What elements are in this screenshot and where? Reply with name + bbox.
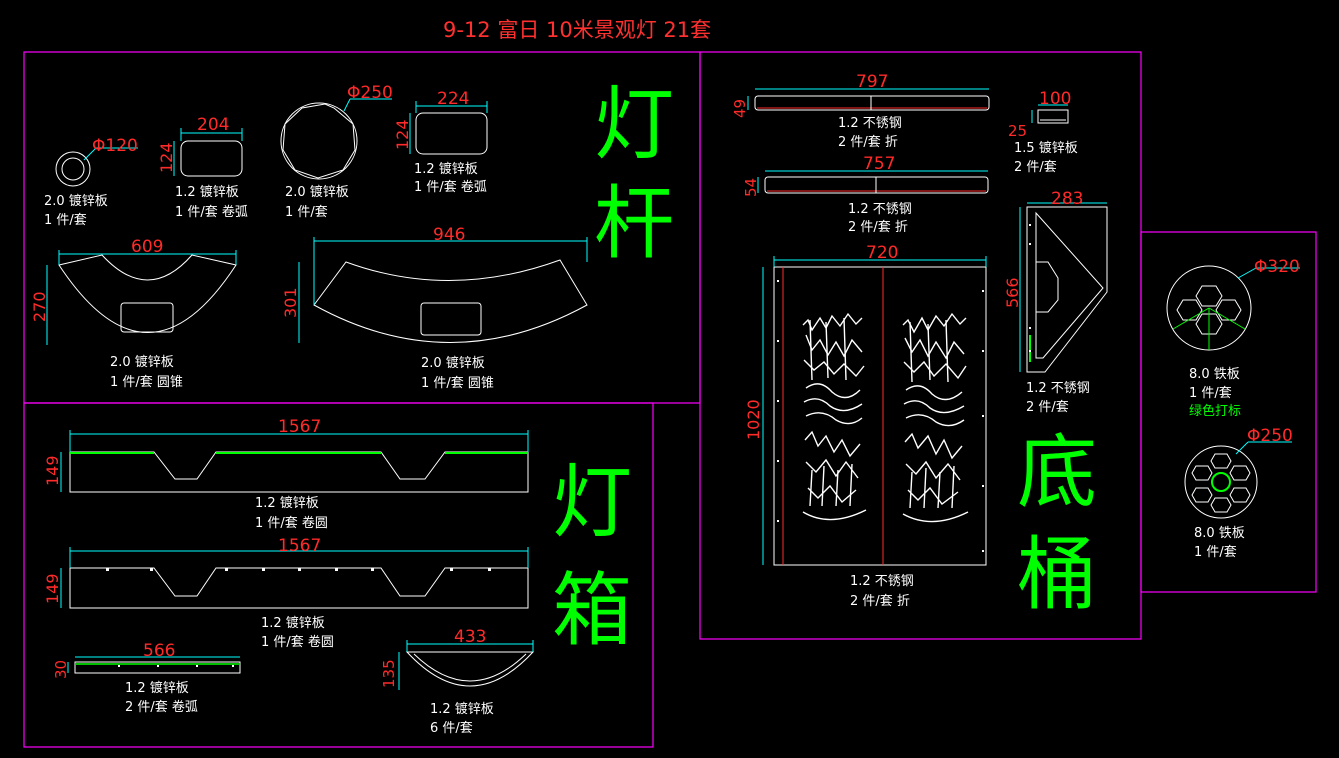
dim-720-w: 720 [866,243,898,263]
dim-100-h: 25 [1008,122,1027,140]
label-plate-320-material: 8.0 铁板 [1189,367,1240,382]
part-plate-250: Φ250 8.0 铁板 1 件/套 [1184,426,1293,560]
label-ring-small-material: 2.0 镀锌板 [44,193,108,209]
part-arc-946: 946 301 2.0 镀锌板 1 件/套 圆锥 [281,225,588,391]
dim-strip-2-w: 1567 [278,536,321,556]
label-946-material: 2.0 镀锌板 [421,355,485,371]
section-labels: 灯 杆 灯 箱 底 桶 [552,78,1097,657]
section-label-lightbox-1: 灯 [552,456,632,549]
dim-946-h: 301 [281,287,300,318]
label-100-material: 1.5 镀锌板 [1014,140,1078,156]
part-arc-433: 433 135 1.2 镀锌板 6 件/套 [380,627,535,736]
part-strip-2: 1567 149 1.2 镀锌板 1 件/套 卷圆 [43,536,529,650]
drawing-title: 9-12 富日 10米景观灯 21套 [443,18,711,42]
dim-plate-250: Φ250 [1247,426,1293,446]
label-ring-small-qty: 1 件/套 [44,212,87,228]
label-plate-250-qty: 1 件/套 [1194,544,1237,560]
part-panel-720: 720 1020 1.2 不锈钢 2 件/套 折 [744,243,987,609]
part-arc-609: 609 270 2.0 镀锌板 1 件/套 圆锥 [30,237,237,390]
part-bar-566: 566 30 1.2 镀锌板 2 件/套 卷弧 [52,641,241,715]
label-566-qty: 2 件/套 卷弧 [125,699,198,715]
frame-lightbox [23,402,654,748]
dim-octagon: Φ250 [347,83,393,103]
frames [23,51,1317,748]
part-rounded-rect-204: 204 124 1.2 镀锌板 1 件/套 卷弧 [157,115,248,220]
dim-strip-1-h: 149 [43,455,62,486]
label-757-qty: 2 件/套 折 [848,219,908,235]
part-ring-small: Φ120 2.0 镀锌板 1 件/套 [44,136,138,228]
label-566-material: 1.2 镀锌板 [125,680,189,696]
dim-ring-small: Φ120 [92,136,138,156]
dim-283-h: 566 [1003,277,1022,308]
label-224-qty: 1 件/套 卷弧 [414,179,487,195]
label-797-qty: 2 件/套 折 [838,134,898,150]
dim-224-h: 124 [393,119,412,150]
label-strip-2-qty: 1 件/套 卷圆 [261,634,334,650]
dim-797-h: 49 [731,99,749,118]
dim-204-h: 124 [157,142,176,173]
part-plate-320: Φ320 8.0 铁板 1 件/套 绿色打标 [1166,257,1300,419]
dim-946-w: 946 [433,225,465,245]
label-octagon-material: 2.0 镀锌板 [285,184,349,200]
dim-797-w: 797 [856,72,888,92]
label-946-qty: 1 件/套 圆锥 [421,375,494,391]
dim-609-w: 609 [131,237,163,257]
label-797-material: 1.2 不锈钢 [838,116,902,131]
label-609-qty: 1 件/套 圆锥 [110,374,183,390]
label-plate-320-qty: 1 件/套 [1189,385,1232,401]
label-433-qty: 6 件/套 [430,720,473,736]
carved-figure-right [902,312,969,523]
label-octagon-qty: 1 件/套 [285,204,328,220]
part-strip-1: 1567 149 1.2 镀锌板 1 件/套 卷圆 [43,417,529,531]
label-plate-250-material: 8.0 铁板 [1194,526,1245,541]
label-204-material: 1.2 镀锌板 [175,184,239,200]
label-609-material: 2.0 镀锌板 [110,354,174,370]
dim-566-h: 30 [52,660,70,679]
label-283-qty: 2 件/套 [1026,399,1069,415]
part-side-283: 283 566 1.2 不锈钢 2 件/套 [1003,189,1108,415]
label-224-material: 1.2 镀锌板 [414,161,478,177]
dim-433-w: 433 [454,627,486,647]
label-720-material: 1.2 不锈钢 [850,574,914,589]
dim-224-w: 224 [437,89,469,109]
label-strip-2-material: 1.2 镀锌板 [261,615,325,631]
label-757-material: 1.2 不锈钢 [848,202,912,217]
label-strip-1-qty: 1 件/套 卷圆 [255,515,328,531]
part-bar-757: 757 54 1.2 不锈钢 2 件/套 折 [742,154,989,235]
carved-figure-left [802,312,867,521]
dim-plate-320: Φ320 [1254,257,1300,277]
section-label-base-1: 底 [1017,426,1097,519]
label-100-qty: 2 件/套 [1014,159,1057,175]
label-plate-320-note: 绿色打标 [1189,403,1241,419]
label-720-qty: 2 件/套 折 [850,593,910,609]
label-204-qty: 1 件/套 卷弧 [175,204,248,220]
part-octagon: Φ250 2.0 镀锌板 1 件/套 [280,83,393,220]
section-label-pole-1: 灯 [594,78,674,171]
dim-757-h: 54 [742,178,760,197]
dim-strip-2-h: 149 [43,573,62,604]
frame-plates [1140,231,1317,593]
dim-283-w: 283 [1051,189,1083,209]
part-rounded-rect-224: 224 124 1.2 镀锌板 1 件/套 卷弧 [393,89,488,195]
dim-100-w: 100 [1039,89,1071,109]
dim-757-w: 757 [863,154,895,174]
section-label-lightbox-2: 箱 [552,564,632,657]
part-bar-797: 797 49 1.2 不锈钢 2 件/套 折 [731,72,990,150]
section-label-base-2: 桶 [1017,528,1097,621]
dim-566-w: 566 [143,641,175,661]
label-433-material: 1.2 镀锌板 [430,701,494,717]
dim-strip-1-w: 1567 [278,417,321,437]
label-strip-1-material: 1.2 镀锌板 [255,495,319,511]
section-label-pole-2: 杆 [594,177,674,270]
dim-204-w: 204 [197,115,229,135]
dim-720-h: 1020 [744,399,763,440]
label-283-material: 1.2 不锈钢 [1026,381,1090,396]
dim-609-h: 270 [30,291,49,322]
part-small-100: 100 25 1.5 镀锌板 2 件/套 [1008,89,1078,175]
dim-433-h: 135 [380,659,398,688]
